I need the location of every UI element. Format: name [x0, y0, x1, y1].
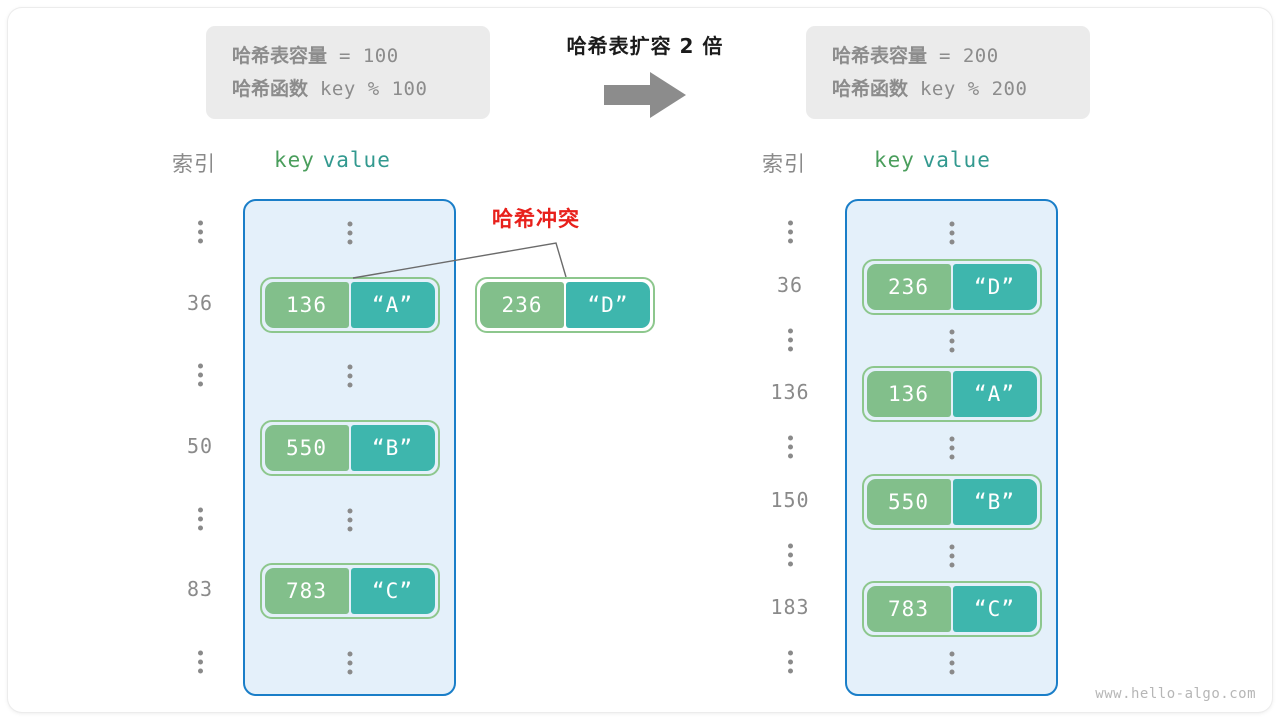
empty-slot: [949, 544, 954, 568]
pair-key: 136: [866, 371, 951, 417]
pair-value: “D”: [952, 264, 1037, 310]
vertical-ellipsis-icon: [787, 435, 793, 459]
index-label: [750, 327, 830, 352]
key-value-pair: 136“A”: [861, 366, 1042, 422]
card-frame: [8, 8, 1272, 712]
info-box-before: 哈希表容量 = 100 哈希函数 key % 100: [206, 26, 490, 119]
vertical-ellipsis-icon: [949, 221, 954, 245]
vertical-ellipsis-icon: [787, 328, 793, 352]
header-value-left-label: value: [322, 148, 391, 172]
vertical-ellipsis-icon: [347, 508, 352, 532]
header-index-left-label: 索引: [172, 152, 216, 176]
index-label: [750, 219, 830, 244]
header-kv-right: key value: [874, 148, 991, 172]
pair-key: 550: [264, 425, 349, 471]
capacity-expr-after: = 200: [927, 45, 999, 67]
vertical-ellipsis-icon: [949, 651, 954, 675]
header-value-right-label: value: [922, 148, 991, 172]
vertical-ellipsis-icon: [347, 221, 352, 245]
key-value-pair: 236“D”: [861, 259, 1042, 315]
header-index-right-label: 索引: [762, 152, 806, 176]
pair-value: “C”: [350, 568, 435, 614]
pair-value: “B”: [952, 479, 1037, 525]
vertical-ellipsis-icon: [787, 543, 793, 567]
vertical-ellipsis-icon: [197, 220, 203, 244]
key-value-pair: 783“C”: [259, 563, 440, 619]
vertical-ellipsis-icon: [347, 364, 352, 388]
pair-key: 783: [264, 568, 349, 614]
capacity-line-after: 哈希表容量 = 200: [832, 40, 1064, 73]
function-line-before: 哈希函数 key % 100: [232, 73, 464, 106]
pair-value: “A”: [350, 282, 435, 328]
hash-table-before: 136“A” 550“B” 783“C”: [243, 199, 456, 696]
pair-key: 236: [866, 264, 951, 310]
empty-slot: [949, 221, 954, 245]
empty-slot: [347, 364, 352, 388]
pair-key: 136: [264, 282, 349, 328]
collision-pair-value: “D”: [566, 282, 650, 328]
index-label: 50: [186, 434, 214, 458]
index-label: 136: [770, 380, 810, 404]
vertical-ellipsis-icon: [197, 507, 203, 531]
empty-slot: [949, 329, 954, 353]
hash-table-after: 236“D” 136“A” 550“B” 783“C”: [845, 199, 1058, 696]
vertical-ellipsis-icon: [949, 436, 954, 460]
key-value-pair: 136“A”: [259, 277, 440, 333]
vertical-ellipsis-icon: [787, 220, 793, 244]
collision-pair-key: 236: [480, 282, 564, 328]
header-index-right: 索引: [762, 148, 806, 178]
watermark: www.hello-algo.com: [1095, 686, 1256, 702]
index-label: [750, 434, 830, 459]
index-label: [750, 542, 830, 567]
empty-slot: [347, 651, 352, 675]
function-label-after: 哈希函数: [832, 78, 909, 100]
key-value-pair: 550“B”: [259, 420, 440, 476]
function-label-before: 哈希函数: [232, 78, 309, 100]
empty-slot: [949, 651, 954, 675]
capacity-line-before: 哈希表容量 = 100: [232, 40, 464, 73]
index-label: 36: [776, 273, 804, 297]
collision-pair: 236 “D”: [475, 277, 655, 333]
transition-title: 哈希表扩容 2 倍: [566, 34, 724, 58]
index-label: [160, 362, 240, 387]
pair-value: “B”: [350, 425, 435, 471]
empty-slot: [347, 508, 352, 532]
index-label: [750, 649, 830, 674]
pair-key: 783: [866, 586, 951, 632]
key-value-pair: 550“B”: [861, 474, 1042, 530]
vertical-ellipsis-icon: [787, 650, 793, 674]
header-index-left: 索引: [172, 148, 216, 178]
header-key-right-label: key: [874, 148, 915, 172]
pair-key: 550: [866, 479, 951, 525]
index-label: 83: [186, 577, 214, 601]
empty-slot: [949, 436, 954, 460]
function-line-after: 哈希函数 key % 200: [832, 73, 1064, 106]
header-key-left-label: key: [274, 148, 315, 172]
collision-label: 哈希冲突: [492, 207, 580, 231]
vertical-ellipsis-icon: [949, 329, 954, 353]
key-value-pair: 783“C”: [861, 581, 1042, 637]
capacity-label-after: 哈希表容量: [832, 45, 928, 67]
pair-value: “C”: [952, 586, 1037, 632]
index-label: 183: [770, 595, 810, 619]
index-label: [160, 219, 240, 244]
index-label: 36: [186, 291, 214, 315]
right-arrow-icon: [604, 72, 686, 118]
index-label: [160, 649, 240, 674]
index-label: 150: [770, 488, 810, 512]
info-box-after: 哈希表容量 = 200 哈希函数 key % 200: [806, 26, 1090, 119]
transition-arrow-wrap: [520, 72, 770, 122]
index-label: [160, 506, 240, 531]
vertical-ellipsis-icon: [197, 363, 203, 387]
vertical-ellipsis-icon: [949, 544, 954, 568]
pair-value: “A”: [952, 371, 1037, 417]
capacity-expr-before: = 100: [327, 45, 399, 67]
header-kv-left: key value: [274, 148, 391, 172]
function-expr-after: key % 200: [908, 78, 1028, 100]
empty-slot: [347, 221, 352, 245]
function-expr-before: key % 100: [308, 78, 428, 100]
vertical-ellipsis-icon: [347, 651, 352, 675]
capacity-label-before: 哈希表容量: [232, 45, 328, 67]
vertical-ellipsis-icon: [197, 650, 203, 674]
